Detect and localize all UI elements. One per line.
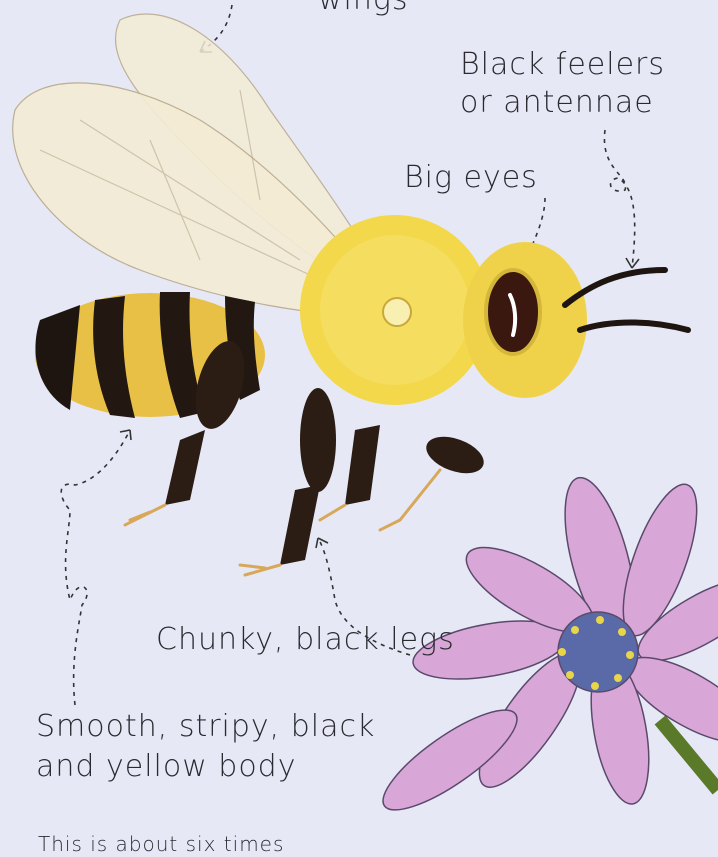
feelers-label: Black feelers or antennae — [460, 46, 665, 122]
body-label-line2: and yellow body — [36, 747, 375, 787]
feelers-label-line1: Black feelers — [460, 46, 665, 84]
body-label-line1: Smooth, stripy, black — [36, 707, 375, 747]
size-footnote: This is about six times — [38, 832, 284, 856]
legs-label: Chunky, black legs — [156, 622, 455, 657]
feelers-label-line2: or antennae — [460, 84, 665, 122]
body-label: Smooth, stripy, black and yellow body — [36, 707, 375, 787]
wings-label-partial: wings — [318, 0, 409, 17]
flower-center — [558, 612, 638, 692]
eyes-label: Big eyes — [404, 160, 538, 195]
